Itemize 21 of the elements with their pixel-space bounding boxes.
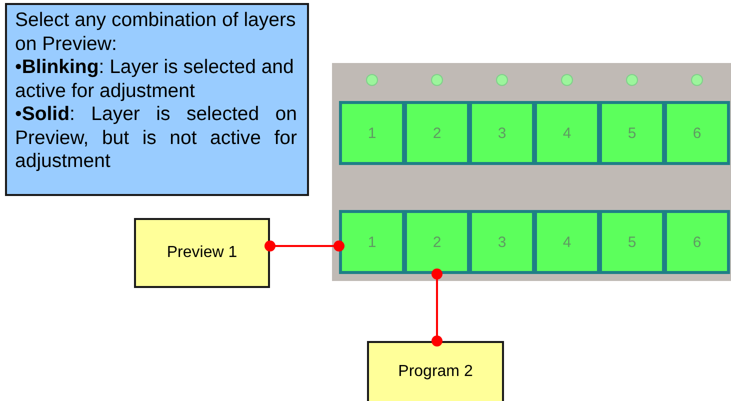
connector-line [432,268,442,346]
layer-key: 5 [599,210,665,274]
connector-line [264,240,344,252]
layer-key: 4 [534,210,600,274]
note-text: •Blinking: Layer is selected and active for adjustment [15,56,295,103]
layer-key: 3 [469,101,535,165]
layer-key: 6 [664,210,730,274]
layer-key: 4 [534,101,600,165]
callout-box: Program 2 [367,341,504,401]
button-panel [332,63,731,281]
layer-key: 2 [404,210,470,274]
layer-key: 1 [339,101,405,165]
layer-key: 3 [469,210,535,274]
layer-key: 5 [599,101,665,165]
layer-key: 1 [339,210,405,274]
note-box [5,3,309,196]
note-text: Select any combination of layers on Preview: [15,9,297,56]
layer-key: 2 [404,101,470,165]
layer-key: 6 [664,101,730,165]
note-text: •Solid: Layer is selected on Preview, but is not active for adjustment [15,103,297,174]
callout-box: Preview 1 [134,218,270,288]
